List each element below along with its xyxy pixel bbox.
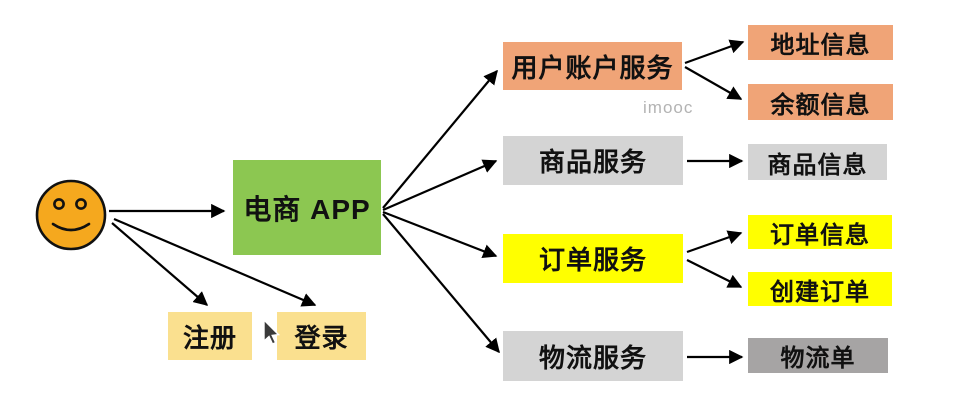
edge-app-to-order-service [382, 210, 498, 258]
node-register: 注册 [168, 312, 252, 360]
edge-app-to-logistics-service [382, 213, 500, 354]
node-product-service: 商品服务 [503, 136, 683, 185]
imooc-watermark: imooc [643, 98, 694, 117]
node-order-info: 订单信息 [748, 215, 892, 249]
edge-order-to-order-info [686, 230, 743, 254]
edge-user-to-login [113, 217, 317, 307]
edge-account-to-address-info [684, 39, 745, 65]
smiley-right-eye [75, 198, 87, 210]
node-address-info: 地址信息 [748, 25, 893, 60]
node-balance-info: 余额信息 [748, 84, 893, 120]
edge-user-to-register [111, 222, 209, 306]
node-ecommerce-app: 电商 APP [233, 160, 381, 255]
smiley-mouth [51, 222, 91, 232]
node-logistics-order: 物流单 [748, 338, 888, 373]
node-logistics-service: 物流服务 [503, 331, 683, 381]
node-order-service: 订单服务 [503, 234, 683, 283]
edge-app-to-account-service [382, 69, 498, 209]
node-create-order: 创建订单 [748, 272, 892, 306]
node-user-account-service: 用户账户服务 [503, 42, 682, 90]
node-product-info: 商品信息 [748, 144, 887, 180]
node-login: 登录 [277, 312, 366, 360]
edge-account-to-balance-info [684, 66, 743, 100]
edge-order-to-create-order [686, 259, 743, 288]
edge-app-to-product-service [382, 159, 498, 212]
smiley-left-eye [53, 198, 65, 210]
